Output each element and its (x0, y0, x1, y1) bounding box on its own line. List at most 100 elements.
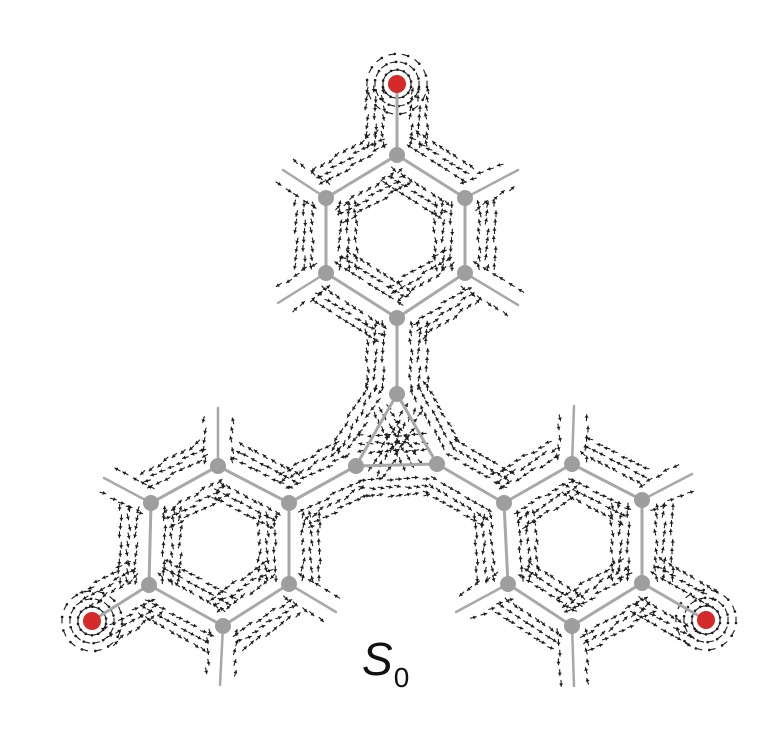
current-arrow-head (274, 470, 279, 474)
current-arrow-head (372, 143, 377, 147)
current-arrow-head (231, 456, 235, 461)
current-arrow-head (344, 319, 349, 323)
current-arrow-head (346, 237, 351, 241)
current-arrow-head (573, 485, 577, 490)
current-arrow-head (339, 430, 343, 434)
current-arrow-head (423, 381, 427, 386)
current-arrow-head (610, 568, 615, 573)
current-arrow-head (484, 209, 489, 214)
current-arrow-head (347, 444, 352, 449)
current-arrow-head (610, 533, 615, 537)
current-arrow-head (585, 639, 590, 644)
current-arrow-head (502, 467, 506, 471)
current-arrow-head (377, 449, 381, 454)
current-arrow-head (526, 547, 531, 551)
current-arrow-head (232, 659, 237, 664)
current-arrow-head (342, 149, 347, 153)
current-arrow-head (542, 503, 546, 508)
current-arrow-head (594, 508, 599, 513)
current-arrow-head (490, 468, 494, 473)
current-arrow-head (396, 420, 401, 424)
current-arrow-head (558, 580, 563, 584)
current-arrow-head (461, 443, 466, 447)
oxygen-atom (83, 612, 101, 630)
current-arrow-head (449, 213, 453, 216)
current-arrow-head (319, 618, 324, 622)
current-arrow-head (459, 291, 464, 296)
current-arrow-head (359, 485, 364, 490)
current-arrow-head (573, 587, 577, 592)
current-arrow-head (625, 514, 630, 518)
current-arrow-head (427, 278, 432, 282)
carbon-atom (143, 495, 159, 511)
carbon-atom (496, 495, 512, 511)
current-arrow-head (389, 425, 393, 430)
current-arrow-head (423, 113, 428, 117)
current-arrow-head (466, 514, 470, 519)
bond (570, 581, 644, 628)
current-arrow-head (128, 504, 132, 509)
current-arrow-head (449, 240, 454, 244)
current-arrow-head (439, 145, 443, 150)
current-arrow-head (307, 466, 312, 471)
current-arrow-head (186, 619, 190, 624)
current-arrow-head (293, 265, 297, 270)
current-arrow-head (136, 509, 141, 513)
current-arrow-head (333, 511, 338, 516)
current-arrow-head (148, 485, 153, 489)
current-arrow-head (347, 156, 352, 161)
current-arrow-head (337, 450, 341, 454)
current-arrow-head (353, 200, 358, 205)
current-arrow-head (590, 647, 595, 652)
current-arrow-head (433, 398, 437, 402)
current-arrow-head (217, 591, 222, 595)
current-arrow-head (380, 133, 384, 138)
current-arrow-head (258, 515, 262, 519)
current-arrow-head (500, 468, 504, 473)
current-arrow-head (516, 519, 521, 524)
current-arrow-head (494, 210, 498, 214)
current-arrow-head (538, 629, 543, 633)
carbon-atom (348, 458, 364, 474)
current-arrow-head (382, 325, 387, 329)
current-arrow-head (250, 591, 254, 595)
current-arrow-head (441, 443, 446, 448)
current-arrow-head (281, 604, 285, 609)
current-arrow-head (734, 621, 738, 625)
current-arrow-head (300, 475, 305, 480)
current-arrow-head (162, 506, 167, 510)
current-arrow-head (415, 182, 419, 187)
current-arrow-head (519, 565, 524, 569)
current-arrow-head (469, 164, 474, 169)
current-arrow-head (698, 599, 703, 603)
bond (640, 581, 708, 622)
current-arrow-head (472, 615, 477, 620)
current-arrow-head (116, 635, 119, 639)
current-arrow-head (172, 454, 176, 458)
current-arrow-head (151, 598, 155, 603)
current-arrow-head (198, 498, 202, 503)
current-arrow-head (147, 610, 152, 615)
current-arrow-head (540, 588, 544, 593)
current-arrow-head (201, 419, 206, 423)
current-arrow-head (425, 357, 429, 360)
current-arrow-head (365, 199, 369, 203)
current-arrow-head (171, 524, 175, 528)
current-arrow-head (128, 630, 132, 635)
current-arrow-head (316, 565, 321, 569)
current-arrow-head (82, 595, 87, 600)
bond-stub (463, 168, 520, 200)
current-arrow-head (338, 228, 343, 232)
current-arrow-head (339, 219, 343, 224)
current-arrow-head (361, 146, 366, 151)
current-arrow-head (122, 572, 126, 577)
current-arrow-head (677, 619, 682, 623)
current-arrow-head (391, 290, 396, 294)
current-arrow-head (316, 529, 320, 533)
current-arrow-head (481, 516, 486, 521)
current-arrow-head (310, 454, 315, 459)
current-arrow-head (613, 632, 617, 637)
current-arrow-head (663, 611, 667, 615)
current-arrow-head (461, 286, 466, 291)
current-arrow-head (242, 453, 247, 457)
